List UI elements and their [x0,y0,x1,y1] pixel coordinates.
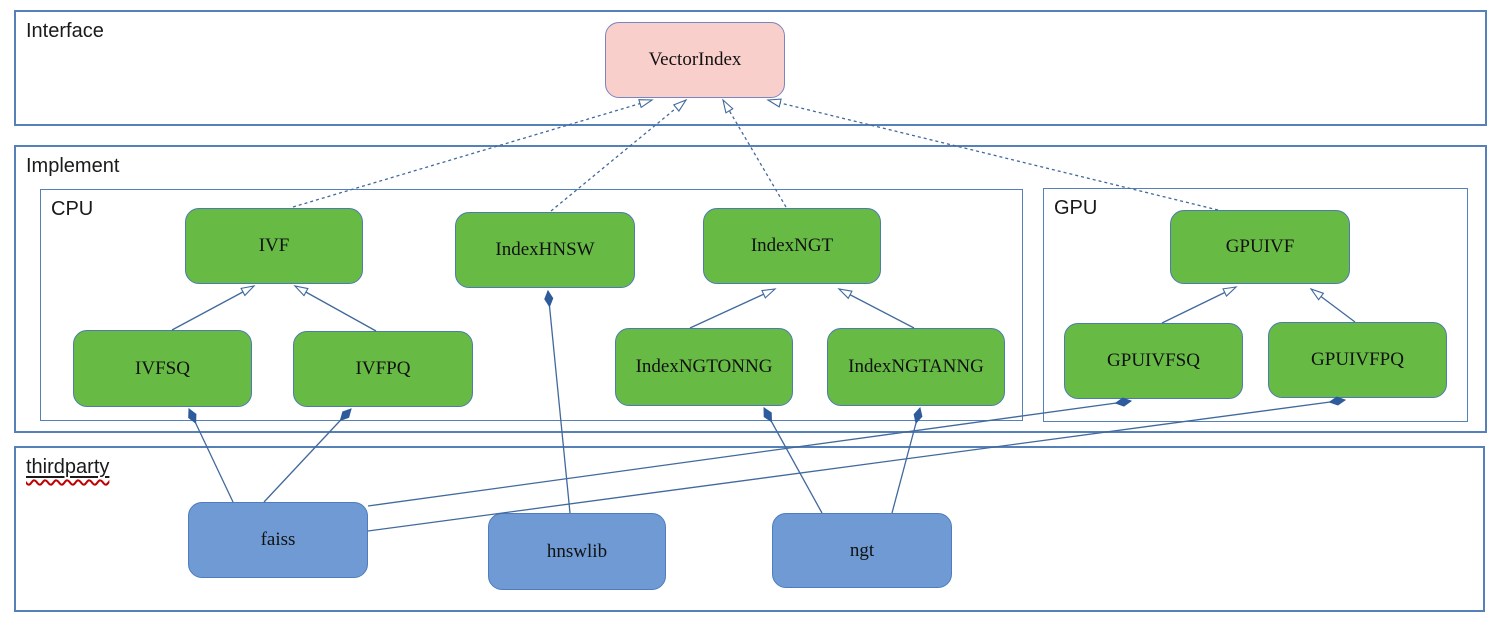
node-indexngt-label: IndexNGT [750,235,834,256]
node-gpuivfsq-label: GPUIVFSQ [1107,350,1200,371]
node-faiss[interactable]: faiss [188,502,368,578]
node-ngt-label: ngt [849,539,875,561]
node-gpuivf-label: GPUIVF [1225,236,1295,257]
node-ivfpq[interactable]: IVFPQ [293,331,473,407]
container-implement-label: Implement [26,155,120,177]
container-gpu-label: GPU [1054,197,1098,219]
node-vectorindex-label: VectorIndex [648,49,742,70]
node-ivfsq[interactable]: IVFSQ [73,330,252,407]
container-thirdparty-label: thirdparty [26,456,110,478]
node-indexngtonng[interactable]: IndexNGTONNG [615,328,793,406]
node-indexngtonng-label: IndexNGTONNG [635,356,773,377]
node-ngt[interactable]: ngt [772,513,952,588]
node-indexngtanng-label: IndexNGTANNG [848,356,984,377]
node-gpuivfpq[interactable]: GPUIVFPQ [1268,322,1447,398]
node-gpuivfpq-label: GPUIVFPQ [1311,349,1404,370]
node-indexhnsw-label: IndexHNSW [495,239,595,260]
node-gpuivfsq[interactable]: GPUIVFSQ [1064,323,1243,399]
node-ivf-label: IVF [258,235,290,256]
node-ivfpq-label: IVFPQ [355,358,411,379]
node-hnswlib-label: hnswlib [546,540,608,562]
node-faiss-label: faiss [260,529,296,550]
container-interface-label: Interface [26,20,104,42]
node-indexngt[interactable]: IndexNGT [703,208,881,284]
node-ivf[interactable]: IVF [185,208,363,284]
node-ivfsq-label: IVFSQ [135,357,190,379]
node-hnswlib[interactable]: hnswlib [488,513,666,590]
node-indexngtanng[interactable]: IndexNGTANNG [827,328,1005,406]
container-cpu-label: CPU [51,198,94,220]
node-gpuivf[interactable]: GPUIVF [1170,210,1350,284]
node-vectorindex[interactable]: VectorIndex [605,22,785,98]
node-indexhnsw[interactable]: IndexHNSW [455,212,635,288]
